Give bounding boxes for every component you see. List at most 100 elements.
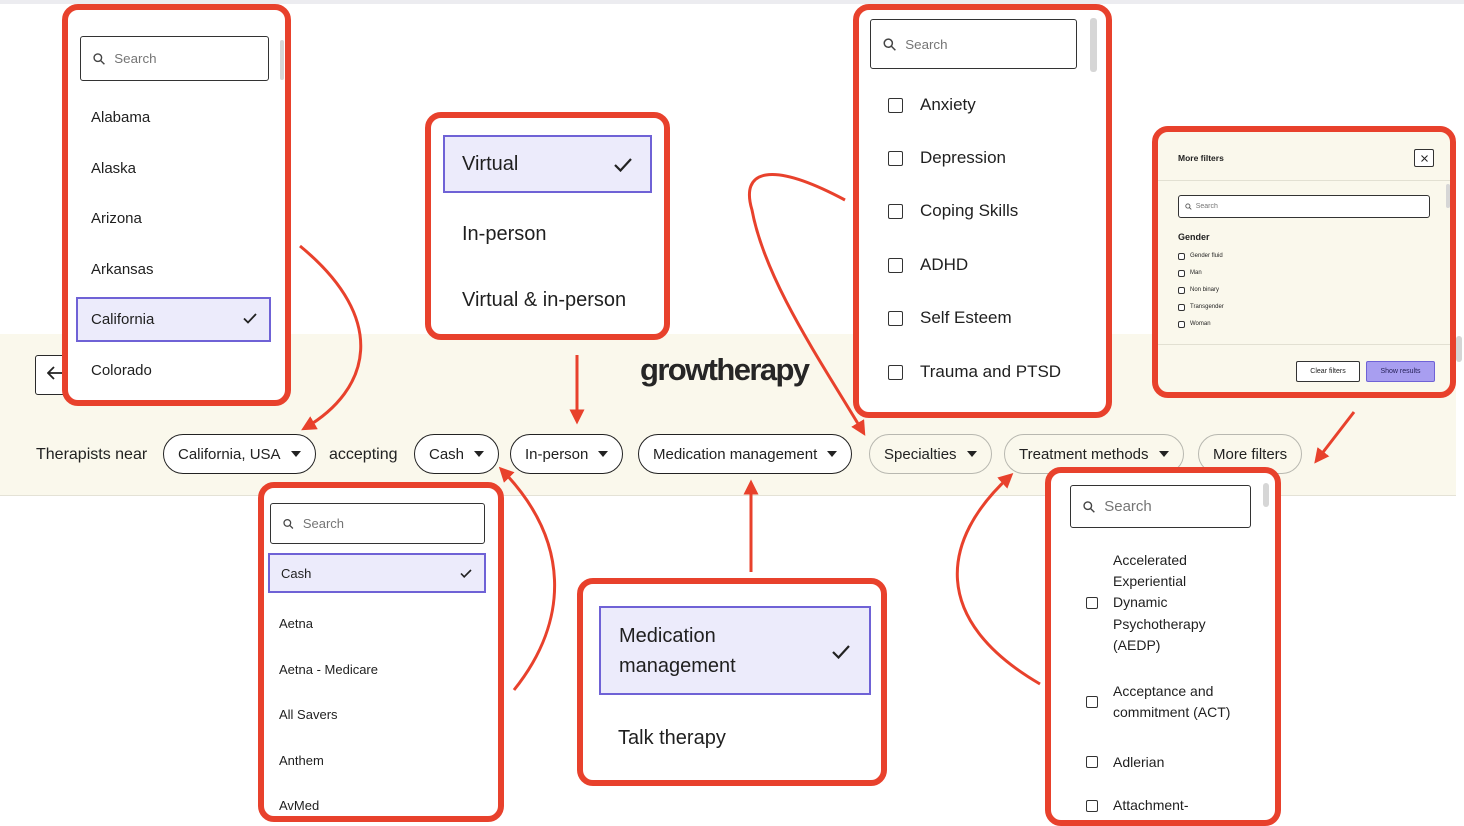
- caret-down-icon: [474, 451, 485, 457]
- gender-option[interactable]: Woman: [1158, 317, 1450, 331]
- check-icon: [832, 645, 850, 659]
- state-option[interactable]: Colorado: [91, 361, 152, 379]
- states-search-input[interactable]: [114, 51, 268, 66]
- check-icon: [614, 158, 632, 172]
- state-option[interactable]: Arizona: [91, 209, 142, 227]
- checkbox[interactable]: [1178, 286, 1185, 294]
- state-option[interactable]: Alabama: [91, 108, 151, 126]
- payment-option[interactable]: Aetna: [279, 615, 313, 631]
- checkbox[interactable]: [1178, 269, 1185, 277]
- payment-option[interactable]: AvMed: [279, 797, 320, 813]
- more-filters-callout: More filters Gender Gender fluid Man Non…: [1152, 126, 1456, 398]
- caret-down-icon: [966, 451, 977, 457]
- checkbox[interactable]: [1178, 320, 1185, 328]
- payment-dropdown-callout: Cash Aetna Aetna - Medicare All Savers A…: [258, 482, 504, 822]
- more-filters-label: More filters: [1213, 445, 1288, 463]
- gender-option[interactable]: Transgender: [1158, 300, 1450, 314]
- checkbox[interactable]: [888, 203, 903, 219]
- treatment-option[interactable]: Acceptance and commitment (ACT): [1051, 680, 1275, 724]
- treatment-option[interactable]: Accelerated Experiential Dynamic Psychot…: [1051, 547, 1275, 659]
- specialty-label: Anxiety: [920, 95, 976, 114]
- location-filter-label: California, USA: [178, 445, 281, 463]
- payment-option[interactable]: All Savers: [279, 706, 338, 722]
- growtherapy-logo: growtherapy: [640, 352, 810, 387]
- search-icon: [883, 37, 896, 51]
- payment-search[interactable]: [270, 503, 485, 544]
- checkbox[interactable]: [1178, 303, 1185, 311]
- gender-option[interactable]: Gender fluid: [1158, 249, 1450, 263]
- format-option[interactable]: Virtual & in-person: [462, 288, 627, 311]
- states-dropdown-callout: Alabama Alaska Arizona Arkansas Californ…: [62, 4, 291, 406]
- specialty-option[interactable]: ADHD: [859, 248, 1106, 282]
- checkbox[interactable]: [888, 310, 903, 326]
- specialty-option[interactable]: Trauma and PTSD: [859, 355, 1106, 389]
- specialty-option[interactable]: Coping Skills: [859, 194, 1106, 228]
- dropdown-scrollbar[interactable]: [280, 40, 284, 80]
- checkbox[interactable]: [1178, 252, 1185, 260]
- checkbox[interactable]: [1086, 800, 1098, 812]
- checkbox[interactable]: [1086, 696, 1098, 708]
- dropdown-scrollbar[interactable]: [1263, 483, 1269, 507]
- caret-down-icon: [290, 451, 301, 457]
- service-dropdown-callout: Medication management Talk therapy: [577, 578, 887, 786]
- format-option[interactable]: In-person: [462, 222, 547, 245]
- arrow-left-icon: [46, 365, 63, 385]
- checkbox[interactable]: [1086, 597, 1098, 609]
- payment-option[interactable]: Aetna - Medicare: [279, 661, 378, 677]
- specialties-search[interactable]: [870, 19, 1077, 69]
- gender-option-label: Non binary: [1190, 287, 1220, 293]
- state-option[interactable]: Alaska: [91, 159, 137, 177]
- treatment-search[interactable]: [1070, 485, 1251, 528]
- payment-option-selected[interactable]: Cash: [268, 553, 486, 593]
- service-filter[interactable]: Medication management: [638, 434, 853, 474]
- service-option[interactable]: Talk therapy: [618, 726, 726, 749]
- specialty-option[interactable]: Self Esteem: [859, 301, 1106, 335]
- specialty-option[interactable]: Anxiety: [859, 88, 1106, 122]
- checkbox[interactable]: [888, 257, 903, 273]
- treatment-option[interactable]: Adlerian: [1051, 749, 1275, 775]
- specialty-label: ADHD: [920, 255, 969, 274]
- specialties-filter[interactable]: Specialties: [869, 434, 992, 474]
- service-option-selected[interactable]: Medication management: [599, 606, 871, 695]
- payment-filter[interactable]: Cash: [414, 434, 500, 474]
- filter-bar: Therapists near California, USA acceptin…: [0, 434, 1456, 476]
- states-search[interactable]: [80, 36, 269, 81]
- more-filters-search-input[interactable]: [1195, 203, 1429, 210]
- dropdown-scrollbar[interactable]: [1090, 18, 1097, 72]
- checkbox[interactable]: [888, 97, 903, 113]
- gender-option-label: Woman: [1190, 321, 1211, 327]
- caret-down-icon: [1158, 451, 1169, 457]
- format-option-selected[interactable]: Virtual: [443, 135, 652, 193]
- more-filters-search[interactable]: [1178, 195, 1430, 218]
- specialty-label: Coping Skills: [920, 201, 1019, 220]
- specialties-search-input[interactable]: [905, 36, 1076, 52]
- location-filter[interactable]: California, USA: [163, 434, 316, 474]
- search-icon: [1083, 500, 1095, 513]
- format-filter[interactable]: In-person: [510, 434, 624, 474]
- gender-option[interactable]: Non binary: [1158, 283, 1450, 297]
- format-dropdown-callout: Virtual In-person Virtual & in-person: [425, 112, 670, 340]
- treatment-label: Acceptance and commitment (ACT): [1113, 682, 1231, 720]
- checkbox[interactable]: [888, 364, 903, 380]
- specialty-label: Trauma and PTSD: [920, 362, 1062, 381]
- search-icon: [283, 518, 294, 529]
- modal-scrollbar[interactable]: [1446, 184, 1450, 208]
- checkbox[interactable]: [1086, 756, 1098, 768]
- close-button[interactable]: [1414, 149, 1434, 167]
- treatment-search-input[interactable]: [1104, 498, 1250, 515]
- checkbox[interactable]: [888, 150, 903, 166]
- gender-option-label: Transgender: [1190, 304, 1224, 310]
- state-option[interactable]: Arkansas: [91, 260, 154, 278]
- divider: [1158, 344, 1450, 345]
- treatment-option[interactable]: Attachment-based: [1051, 795, 1275, 820]
- clear-filters-button[interactable]: Clear filters: [1296, 361, 1360, 382]
- specialty-option[interactable]: Depression: [859, 141, 1106, 175]
- payment-search-input[interactable]: [302, 516, 484, 531]
- page-scrollbar[interactable]: [1456, 336, 1462, 362]
- top-border: [0, 0, 1464, 4]
- gender-option[interactable]: Man: [1158, 266, 1450, 280]
- payment-option[interactable]: Anthem: [279, 752, 324, 768]
- payment-option-label: Cash: [281, 565, 312, 581]
- state-option-selected[interactable]: California: [76, 297, 271, 342]
- show-results-button[interactable]: Show results: [1366, 361, 1435, 382]
